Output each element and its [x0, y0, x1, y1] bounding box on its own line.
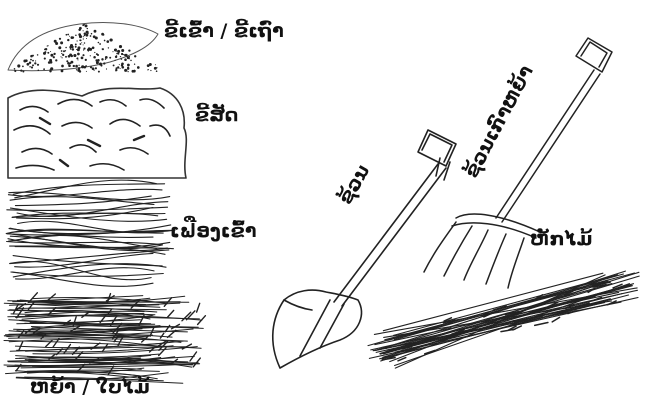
label-grass-leaves: ຫຍ້າ / ໃບໄມ້	[30, 378, 150, 397]
dung-pile	[8, 88, 186, 178]
label-rice-straw: ເຟືອງເຂົ້າ	[170, 222, 256, 241]
husk-ash-pile	[8, 22, 158, 72]
label-husk-ash: ຂີ້ເຂົ້າ / ຂີ້ເຖົ່າ	[164, 22, 284, 41]
label-twigs: ຫັກໄມ້	[530, 230, 593, 249]
straw-pile	[6, 180, 175, 286]
label-animal-dung: ຂີ້ສັດ	[195, 106, 238, 125]
grass-leaf-pile	[4, 293, 205, 383]
twig-bundle	[368, 271, 639, 368]
